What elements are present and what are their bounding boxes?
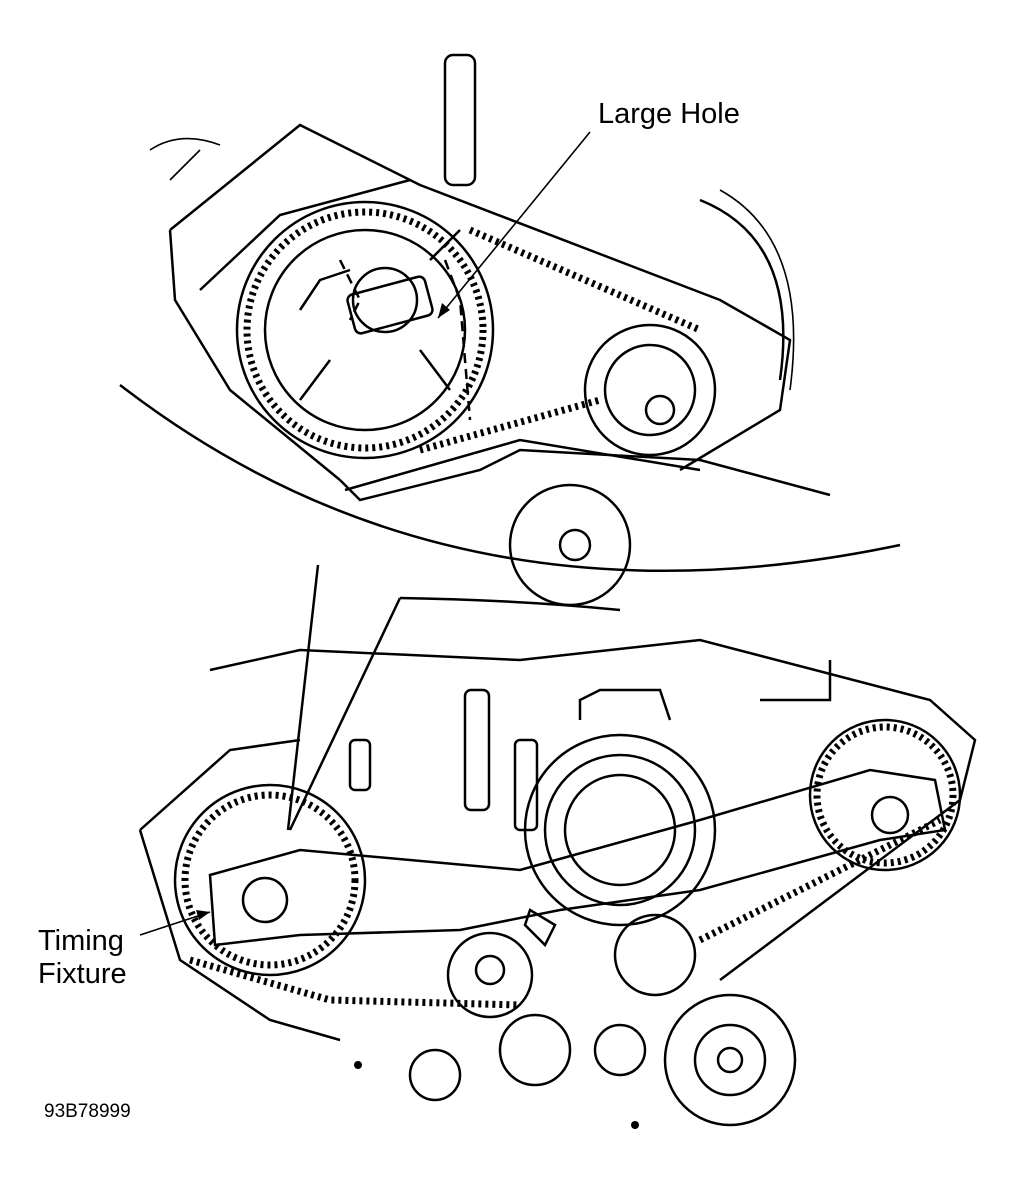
timing-fixture-label-line2: Fixture xyxy=(38,958,127,990)
timing-fixture-label-line1: Timing xyxy=(38,925,124,957)
bottom-main-view xyxy=(138,638,977,1129)
large-hole-label: Large Hole xyxy=(598,98,740,130)
top-detail-view xyxy=(149,53,831,607)
figure-code: 93B78999 xyxy=(44,1101,131,1122)
